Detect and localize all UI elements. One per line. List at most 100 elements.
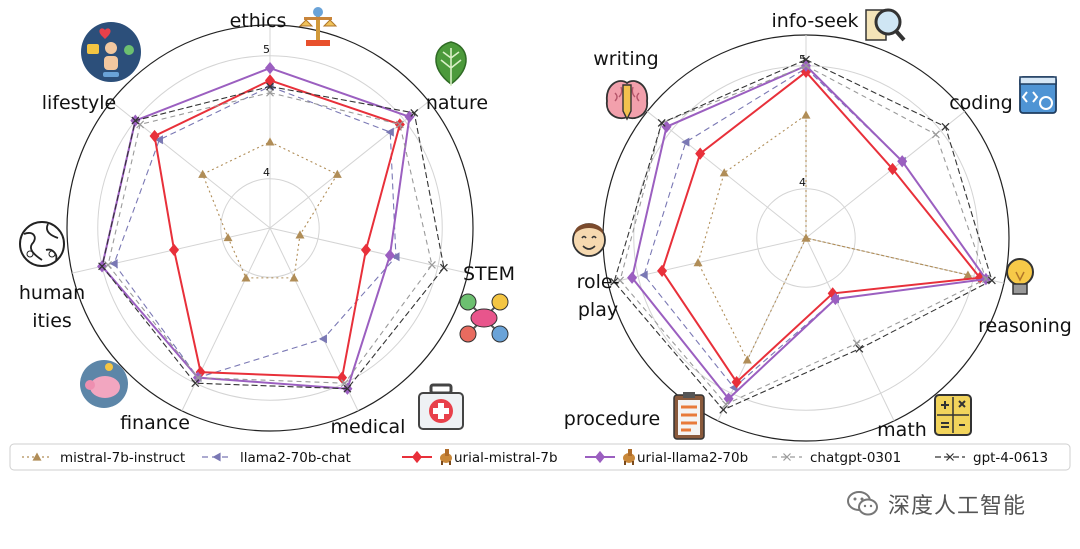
clipboard-checklist-icon [673,392,705,440]
right-series-mistral-7b-instruct [693,110,973,364]
legend-label: urial-mistral-7b [454,450,558,466]
llama-badge-icon [623,449,635,465]
legend-entry: urial-llama2-70b [585,449,748,466]
left-data-point [169,243,180,257]
left-data-point [289,273,299,282]
radar-chart-left: 45ethicsnatureSTEMmedicalfinancehumaniti… [19,7,515,438]
left-series-gpt-4-0613 [98,82,448,393]
left-series-line [107,92,433,384]
right-data-point [801,233,811,242]
piggy-bank-icon [80,360,128,408]
left-series-mistral-7b-instruct [198,137,342,282]
right-category-label: role- [577,271,620,293]
left-series-line [153,79,402,379]
legend-marker [212,452,221,462]
right-data-point [719,168,729,177]
right-data-point [981,275,990,283]
legend-marker [594,450,606,464]
left-series-line [101,85,445,390]
left-data-point [109,259,118,269]
right-data-point [852,339,861,348]
left-category-label: ities [32,310,72,332]
right-category-label: reasoning [978,315,1072,337]
right-data-point [719,405,728,414]
right-data-point [657,264,668,277]
left-data-point [223,233,233,242]
legend-marker [32,452,42,461]
left-series-llama2-70b-chat [109,82,400,383]
legend: mistral-7b-instruct llama2-70b-chat urial-… [9,443,1071,471]
right-data-point [830,292,841,306]
lightbulb-icon [1006,258,1034,295]
legend-entry: mistral-7b-instruct [22,450,185,466]
left-tick-label: 4 [263,166,270,179]
legend-label: gpt-4-0613 [973,450,1048,466]
right-data-point [722,400,730,409]
right-data-point [941,122,950,131]
left-category-label: STEM [463,263,515,285]
scales-icon [298,7,338,46]
right-series-urial-mistral-7b [657,65,985,389]
legend-label: llama2-70b-chat [240,450,351,466]
right-data-point [657,119,666,127]
code-window-icon [1019,76,1057,114]
legend-marker [783,453,791,461]
legend-box [9,443,1071,471]
left-data-point [295,230,305,239]
left-category-label: lifestyle [42,92,117,114]
legend-entry: gpt-4-0613 [935,450,1048,466]
right-category-label: procedure [564,408,660,430]
left-series-line [113,85,397,379]
right-data-point [681,137,690,147]
left-category-label: human [19,282,85,304]
left-data-point [191,379,200,388]
right-data-point [639,270,648,280]
radar-chart-right: 45info-seekcodingreasoningmathprocedurer… [564,8,1072,442]
left-data-point [439,263,448,272]
legend-marker [411,450,423,464]
right-data-point [693,258,703,267]
right-data-point [731,375,742,389]
lifestyle-people-icon [81,22,141,82]
right-category-label: coding [949,92,1013,114]
left-tick-label: 5 [263,43,270,56]
right-series-urial-llama2-70b [627,59,991,405]
theater-mask-icon [572,223,606,257]
first-aid-kit-icon [418,383,464,430]
left-spoke [269,101,430,229]
right-data-point [802,55,810,64]
left-data-point [131,116,140,125]
left-category-label: medical [331,416,406,438]
brain-pencil-icon [606,80,648,121]
right-data-point [661,120,672,133]
right-spoke [607,237,807,284]
legend-entry: urial-mistral-7b [402,449,558,466]
legend-label: urial-llama2-70b [637,450,748,466]
left-data-point [265,137,275,146]
calculator-icon [934,394,972,436]
left-category-label: ethics [230,10,287,32]
left-series-chatgpt-0301 [104,88,436,388]
llama-badge-icon [440,449,452,465]
left-series-urial-mistral-7b [149,74,405,384]
legend-marker [946,453,954,461]
right-series-line [619,65,987,405]
left-data-point [384,249,395,262]
legend-entry: llama2-70b-chat [202,450,351,466]
right-series-gpt-4-0613 [610,55,996,414]
left-data-point [266,82,274,91]
left-data-point [266,88,274,97]
right-category-label: writing [593,48,658,70]
right-data-point [963,270,973,279]
right-data-point [931,130,940,139]
left-data-point [98,262,107,271]
left-data-point [136,120,145,129]
left-data-point [410,109,419,117]
left-category-label: nature [426,92,488,114]
legend-label: mistral-7b-instruct [60,450,185,466]
left-data-point [385,127,394,137]
right-data-point [610,277,619,286]
left-data-point [318,334,327,344]
watermark: 深度人工智能 [846,488,1026,520]
